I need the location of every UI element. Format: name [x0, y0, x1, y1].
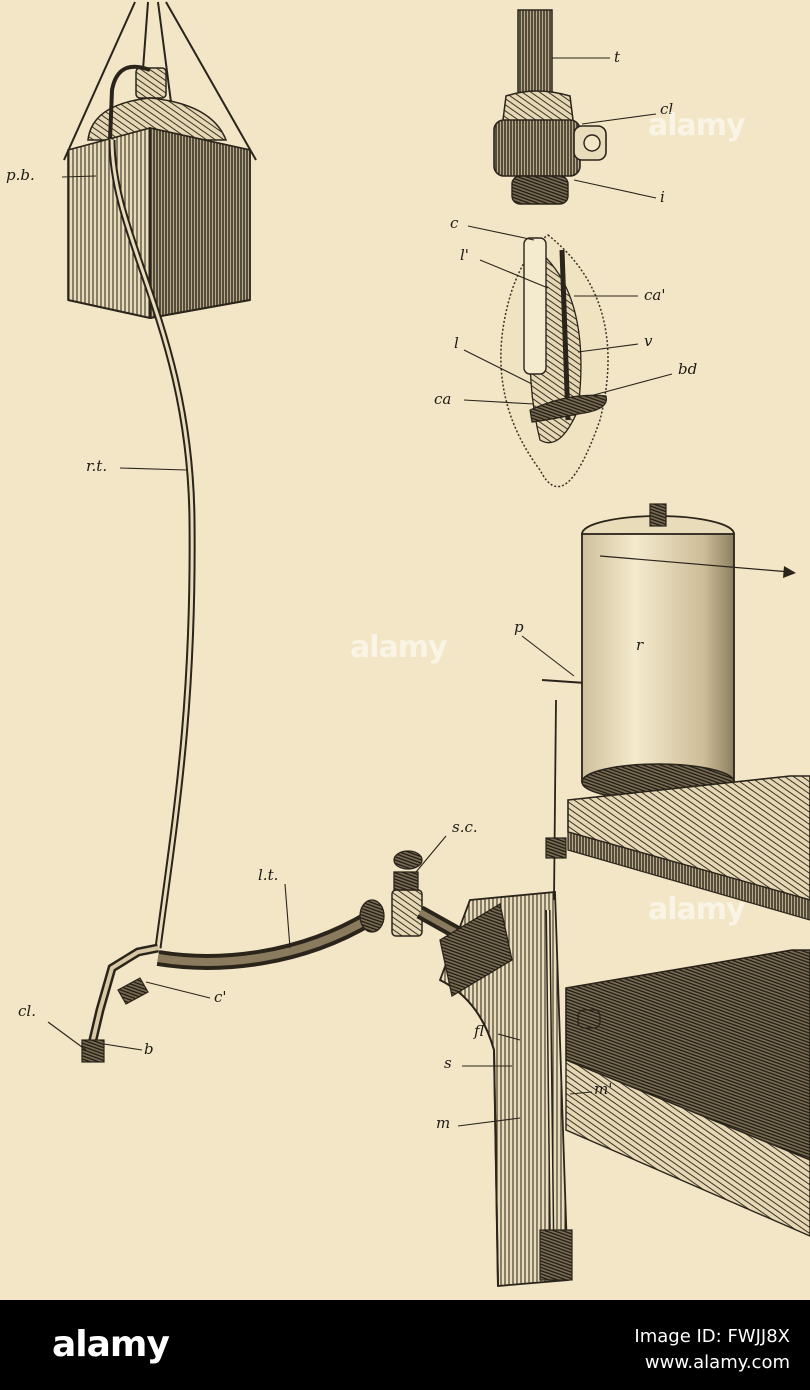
label-p: p	[514, 618, 524, 636]
apparatus-illustration	[47, 1, 810, 1287]
footer-image-info: Image ID: FWJJ8X www.alamy.com	[634, 1324, 790, 1376]
site-url: www.alamy.com	[644, 1352, 790, 1374]
label-clamp: cl.	[18, 1002, 36, 1020]
label-b: b	[144, 1040, 154, 1058]
watermark: alamy	[648, 108, 746, 143]
watermark: alamy	[648, 892, 746, 927]
label-i: i	[660, 188, 665, 206]
engraving-plate: p.b. r.t. l.t. s.c. cl. b c' t cl i c l'…	[0, 0, 810, 1300]
label-cl-detail: cl	[660, 100, 674, 118]
label-m: m	[436, 1114, 451, 1132]
label-l: l	[454, 334, 459, 352]
label-s: s	[444, 1054, 452, 1072]
label-c: c	[450, 214, 459, 232]
cannula-connector	[81, 943, 159, 1063]
label-t: t	[614, 48, 621, 66]
label-l-prime: l'	[460, 246, 469, 264]
label-ca: ca	[434, 390, 452, 408]
label-lead-tube: l.t.	[258, 866, 279, 884]
bench	[565, 949, 810, 1237]
footer-bar: alamy Image ID: FWJJ8X www.alamy.com	[0, 1300, 810, 1390]
label-r: r	[636, 636, 644, 654]
vessel-dissection-detail	[500, 234, 609, 488]
cannula-holder-detail	[493, 9, 607, 205]
label-stopcock: s.c.	[452, 818, 478, 836]
leader-lines	[47, 57, 673, 1127]
recording-drum	[567, 503, 810, 921]
stopcock	[359, 850, 474, 947]
label-pressure-bottle: p.b.	[6, 166, 35, 184]
label-ca-prime: ca'	[644, 286, 666, 304]
label-c-prime: c'	[214, 988, 227, 1006]
label-v: v	[644, 332, 653, 350]
label-bd: bd	[678, 360, 698, 378]
label-fl: fl	[474, 1022, 485, 1040]
footer-logo: alamy	[52, 1324, 170, 1365]
watermark: alamy	[350, 630, 448, 665]
manometer-stand	[438, 679, 601, 1287]
label-m-prime: m'	[594, 1080, 613, 1098]
image-id: Image ID: FWJJ8X	[634, 1326, 790, 1347]
pressure-bottle	[63, 1, 257, 320]
label-rubber-tube: r.t.	[86, 457, 108, 475]
